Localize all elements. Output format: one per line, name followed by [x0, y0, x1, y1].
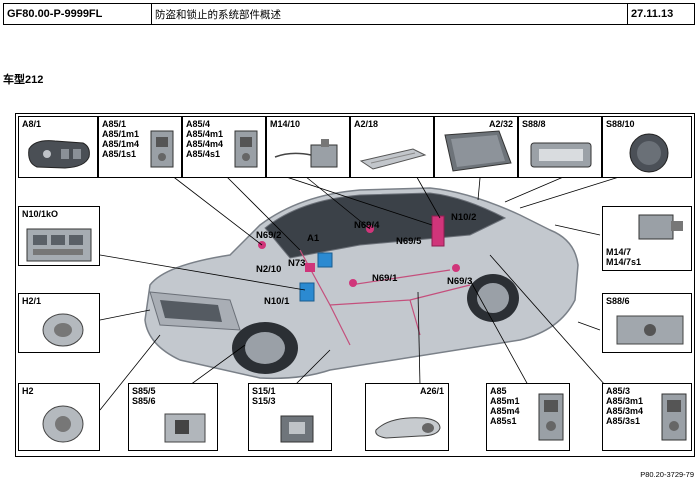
panel-label: A85 A85m1 A85m4 A85s1: [490, 386, 520, 426]
panel-a85-3: A85/3 A85/3m1 A85/3m4 A85/3s1: [602, 383, 692, 451]
panel-label: H2: [22, 386, 34, 396]
panel-label: S88/8: [522, 119, 546, 129]
document-number: GF80.00-P-9999FL: [4, 4, 152, 24]
door-lock-icon: [150, 130, 174, 168]
door-handle-icon: [375, 417, 441, 439]
key-fob-icon: [28, 140, 90, 169]
vehicle-model: 车型212: [3, 74, 44, 86]
panel-h2-1: H2/1: [18, 293, 100, 353]
actuator-icon: [274, 139, 338, 168]
switch-icon: [530, 142, 592, 168]
switch-icon: [164, 413, 206, 443]
panel-label: A2/18: [354, 119, 379, 129]
vehicle-illustration: [144, 187, 579, 380]
panel-s88-6: S88/6: [602, 293, 692, 353]
panel-label: M14/7 M14/7s1: [606, 247, 642, 267]
panel-s85-5: S85/5 S85/6: [128, 383, 218, 451]
figure-reference: P80.20-3729-79: [640, 470, 694, 479]
door-lock-icon: [661, 393, 687, 441]
panel-label: A85/3 A85/3m1 A85/3m4 A85/3s1: [606, 386, 644, 426]
panel-label: A85/4 A85/4m1 A85/4m4 A85/4s1: [186, 119, 224, 159]
trunk-switch-icon: [616, 315, 684, 345]
callout-n73: N73: [288, 258, 306, 269]
antenna-module-icon: [359, 148, 427, 170]
horn-icon: [42, 405, 84, 443]
document-title: 防盗和锁止的系统部件概述: [152, 4, 628, 24]
callout-n69-5: N69/5: [396, 236, 422, 247]
panel-label: A85/1 A85/1m1 A85/1m4 A85/1s1: [102, 119, 140, 159]
panel-a85-1: A85/1 A85/1m1 A85/1m4 A85/1s1: [98, 116, 182, 178]
callout-a1: A1: [307, 233, 320, 244]
panel-label: S15/1 S15/3: [252, 386, 276, 406]
document-date: 27.11.13: [631, 8, 674, 20]
panel-label: A26/1: [419, 386, 444, 396]
panel-a2-32: A2/32: [434, 116, 518, 178]
callout-n69-1: N69/1: [372, 273, 398, 284]
horn-icon: [42, 313, 84, 347]
round-button-icon: [629, 133, 669, 173]
panel-label: S85/5 S85/6: [132, 386, 156, 406]
callout-n2-10: N2/10: [256, 264, 282, 275]
lock-switch-icon: [280, 415, 314, 443]
callout-n69-2: N69/2: [256, 230, 282, 241]
door-lock-icon: [538, 393, 564, 441]
panel-h2: H2: [18, 383, 100, 451]
panel-n10-1ko: N10/1kO: [18, 206, 100, 266]
panel-s15-1: S15/1 S15/3: [248, 383, 332, 451]
panel-label: A8/1: [22, 119, 42, 129]
panel-a2-18: A2/18: [350, 116, 434, 178]
component-overview-diagram: [15, 113, 695, 457]
panel-label: N10/1kO: [22, 209, 59, 219]
panel-label: S88/6: [606, 296, 630, 306]
panel-m14-7: M14/7 M14/7s1: [602, 206, 692, 271]
door-lock-icon: [234, 130, 258, 168]
panel-s88-8: S88/8: [518, 116, 602, 178]
callout-n10-2: N10/2: [451, 212, 477, 223]
panel-label: H2/1: [22, 296, 42, 306]
panel-m14-10: M14/10: [266, 116, 350, 178]
panel-label: A2/32: [488, 119, 513, 129]
callout-n10-1: N10/1: [264, 296, 290, 307]
callout-n69-4: N69/4: [354, 220, 380, 231]
panel-a85-4: A85/4 A85/4m1 A85/4m4 A85/4s1: [182, 116, 266, 178]
actuator-icon: [638, 214, 683, 240]
panel-a85: A85 A85m1 A85m4 A85s1: [486, 383, 570, 451]
document-header: GF80.00-P-9999FL 防盗和锁止的系统部件概述 27.11.13: [3, 3, 695, 25]
panel-label: S88/10: [606, 119, 635, 129]
control-unit-icon: [26, 228, 92, 262]
rear-window-antenna-icon: [444, 130, 512, 172]
panel-a26-1: A26/1: [365, 383, 449, 451]
panel-label: M14/10: [270, 119, 301, 129]
panel-s88-10: S88/10: [602, 116, 692, 178]
panel-a8-1: A8/1: [18, 116, 98, 178]
callout-n69-3: N69/3: [447, 276, 473, 287]
